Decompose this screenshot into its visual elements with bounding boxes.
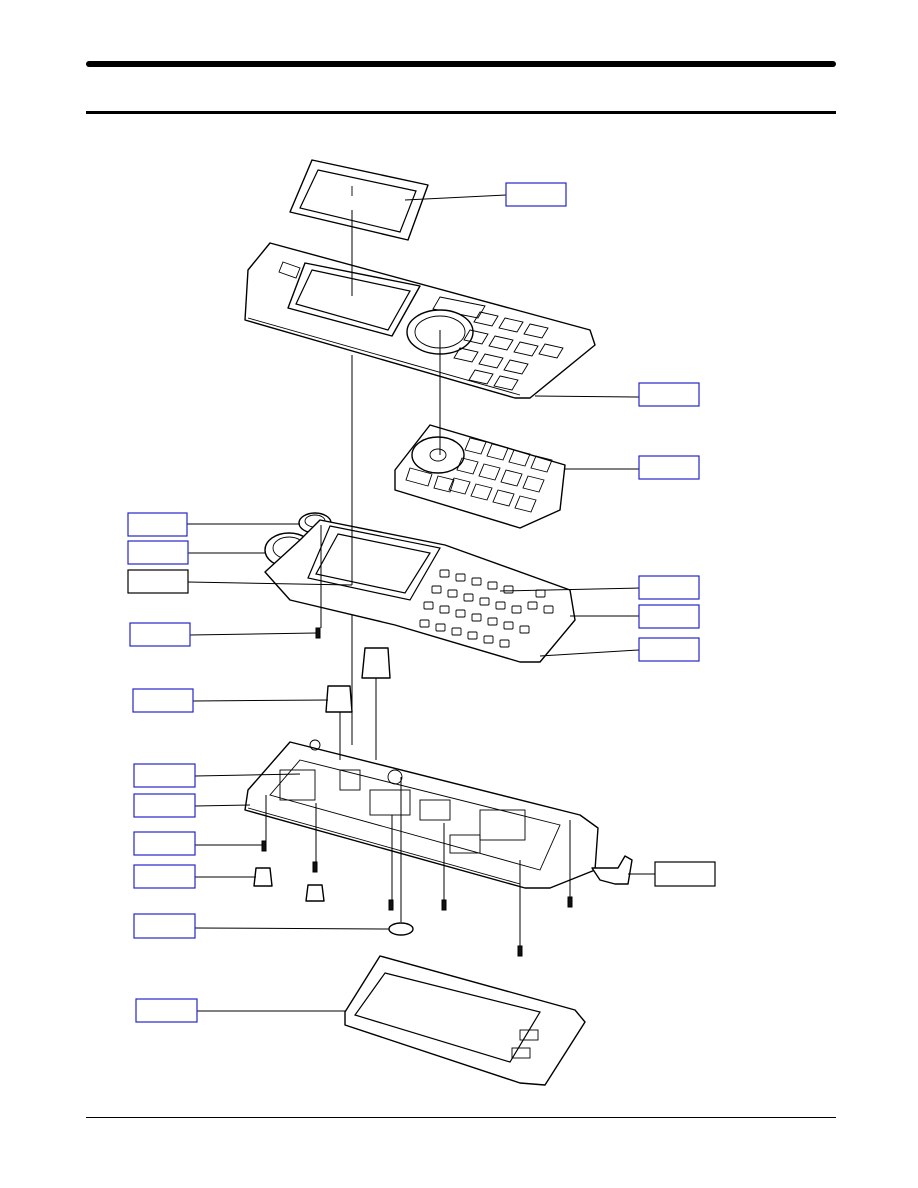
callout-motor-rubber — [132, 688, 194, 713]
motor-rubber-part — [325, 647, 391, 713]
callout-window-lcd — [505, 182, 567, 207]
microphone-part — [388, 922, 414, 936]
assembly-lines — [265, 210, 571, 946]
callout-screw-lower — [133, 831, 196, 856]
callout-keypad — [638, 455, 700, 480]
callout-key-dome-sheet — [638, 575, 700, 600]
lcd-window-part — [289, 159, 429, 241]
top-thick-rule — [86, 61, 836, 67]
front-cover-part — [244, 242, 596, 399]
screw-caps-part — [253, 867, 325, 902]
callout-receiver — [127, 512, 188, 537]
battery-cover-part — [344, 955, 586, 1086]
callout-speaker — [127, 540, 189, 565]
connector-cover-part — [591, 855, 633, 885]
callout-key-frame — [638, 637, 700, 662]
callout-screw-cap — [133, 864, 196, 889]
callout-microphone — [133, 913, 196, 939]
callout-rear-case — [133, 793, 196, 818]
upper-screw-part — [315, 627, 321, 639]
keypad-part — [394, 424, 566, 529]
bottom-rule — [86, 1117, 836, 1118]
callout-connector-cover — [654, 861, 716, 887]
callout-lcd-module — [127, 569, 189, 594]
callout-leaders — [187, 194, 655, 1012]
callout-screw-upper — [129, 622, 191, 647]
callout-front-cover — [638, 382, 700, 407]
callout-key-pcb — [638, 604, 700, 629]
top-thin-rule — [86, 111, 836, 114]
rear-case-part — [244, 739, 599, 889]
lower-screws-part — [261, 840, 573, 957]
lcd-key-assembly-part — [264, 519, 576, 663]
callout-boxes — [127, 182, 716, 1023]
callout-main-pcb — [133, 763, 196, 788]
callout-battery-cover — [135, 998, 198, 1023]
